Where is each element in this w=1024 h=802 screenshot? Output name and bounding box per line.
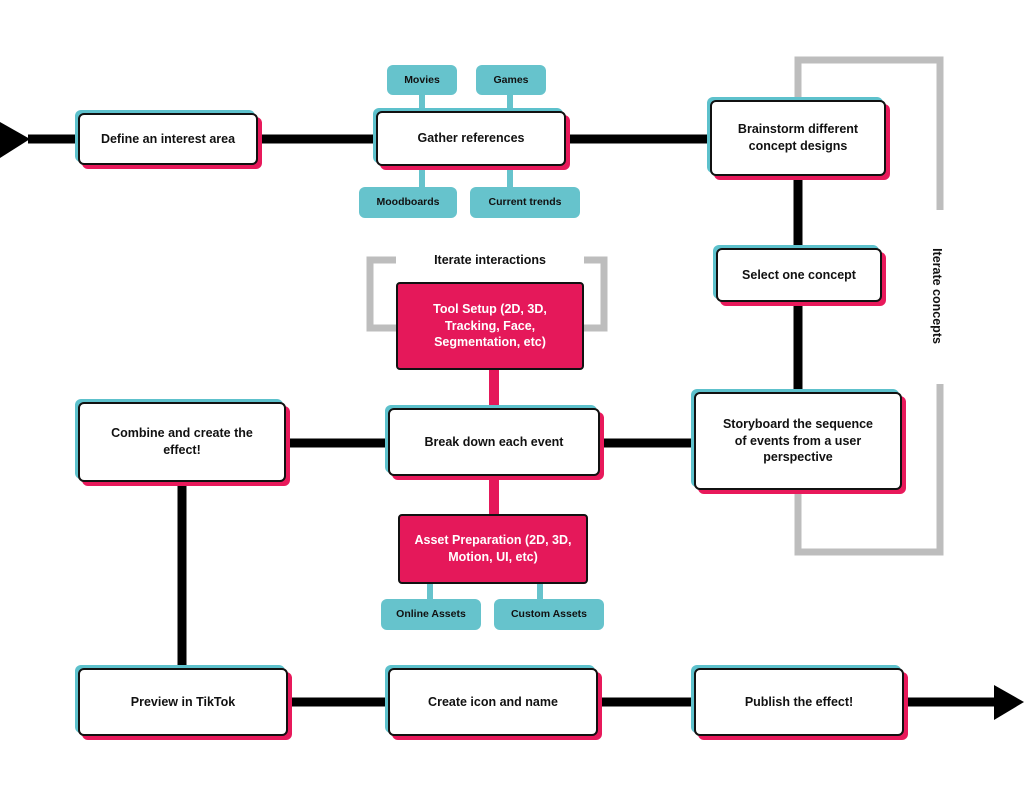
tag-online-assets: Online Assets: [381, 599, 481, 630]
reference-tag-connectors: [419, 94, 543, 600]
step-create-icon-name: Create icon and name: [388, 668, 598, 736]
step-tool-setup: Tool Setup (2D, 3D, Tracking, Face, Segm…: [396, 282, 584, 370]
step-asset-preparation: Asset Preparation (2D, 3D, Motion, UI, e…: [398, 514, 588, 584]
step-break-down-events: Break down each event: [388, 408, 600, 476]
step-storyboard: Storyboard the sequence of events from a…: [694, 392, 902, 490]
step-brainstorm-concepts: Brainstorm different concept designs: [710, 100, 886, 176]
flow-lines: [28, 134, 1000, 707]
step-define-interest-area: Define an interest area: [78, 113, 258, 165]
tag-moodboards: Moodboards: [359, 187, 457, 218]
tag-games: Games: [476, 65, 546, 95]
tag-current-trends: Current trends: [470, 187, 580, 218]
step-select-one-concept: Select one concept: [716, 248, 882, 302]
step-preview-tiktok: Preview in TikTok: [78, 668, 288, 736]
step-combine-effect: Combine and create the effect!: [78, 402, 286, 482]
iterate-interactions-loop-right: [584, 256, 608, 332]
iterate-interactions-loop-left: [366, 256, 396, 332]
step-publish-effect: Publish the effect!: [694, 668, 904, 736]
label-iterate-concepts-wrapper: Iterate concepts: [915, 236, 959, 356]
step-gather-references: Gather references: [376, 111, 566, 166]
start-arrow-icon: [0, 122, 30, 158]
tag-movies: Movies: [387, 65, 457, 95]
iterate-concepts-loop-bottom: [794, 384, 944, 556]
label-iterate-interactions: Iterate interactions: [412, 250, 568, 270]
end-arrow-icon: [994, 685, 1024, 720]
tag-custom-assets: Custom Assets: [494, 599, 604, 630]
label-iterate-concepts: Iterate concepts: [930, 248, 944, 344]
iterate-concepts-loop-top: [794, 56, 944, 210]
